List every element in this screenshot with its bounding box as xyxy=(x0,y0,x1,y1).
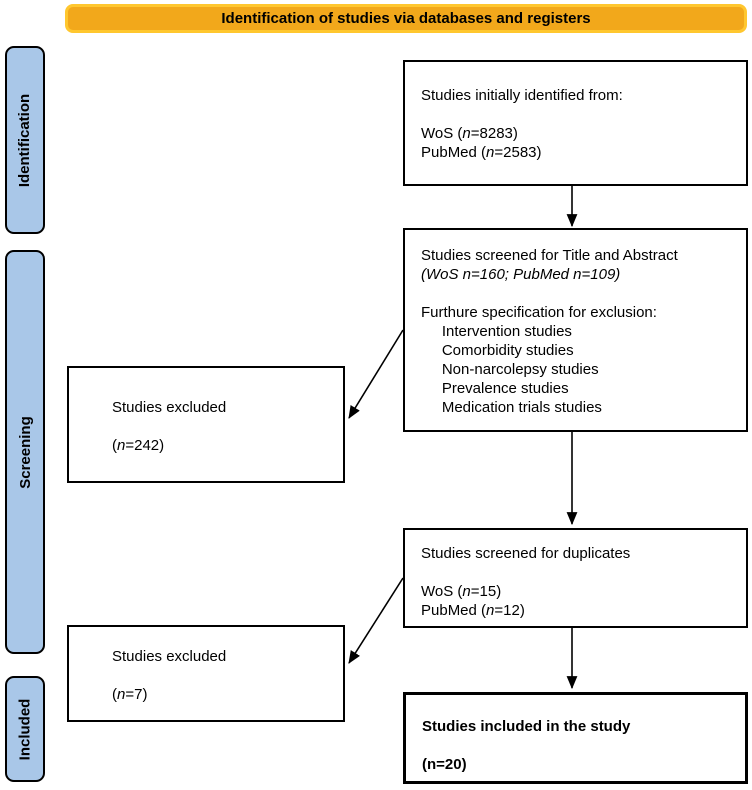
stage-label-identification: Identification xyxy=(5,46,45,234)
box-studies-excluded-7: Studies excluded (n=7) xyxy=(67,625,345,722)
stage-label-screening: Screening xyxy=(5,250,45,654)
stage-label-included-text: Included xyxy=(16,698,34,760)
box-studies-identified: Studies initially identified from: WoS (… xyxy=(403,60,748,186)
box-studies-included: Studies included in the study (n=20) xyxy=(403,692,748,784)
banner-title-label: Identification of studies via databases … xyxy=(221,10,591,27)
stage-label-included: Included xyxy=(5,676,45,782)
arrow-duplicates-to-excluded2-icon xyxy=(348,577,404,664)
box-screened-duplicates: Studies screened for duplicates WoS (n=1… xyxy=(403,528,748,628)
stage-label-identification-text: Identification xyxy=(16,93,34,187)
banner-title: Identification of studies via databases … xyxy=(65,4,747,33)
stage-label-screening-text: Screening xyxy=(16,415,34,489)
arrow-screened-to-excluded1-icon xyxy=(348,329,404,419)
box-screened-title-abstract: Studies screened for Title and Abstract(… xyxy=(403,228,748,432)
box-studies-excluded-242: Studies excluded (n=242) xyxy=(67,366,345,483)
